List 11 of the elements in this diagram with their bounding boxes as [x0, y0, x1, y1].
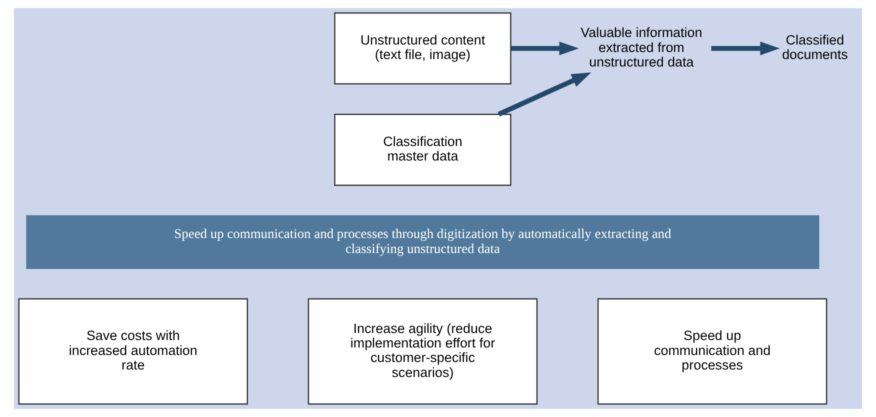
node-box: Speed up communication and processes through digitization by automatically extracting and classifying unstructured data — [26, 215, 820, 269]
node-box: Save costs with increased automation rate — [18, 298, 248, 405]
node-box: Unstructured content (text file, image) — [334, 12, 512, 84]
arrow — [510, 42, 579, 56]
node-box: Increase agility (reduce implementation effort for customer-specific scenarios) — [308, 298, 538, 405]
node-box: Speed up communication and processes — [597, 298, 828, 405]
node-box: Classification master data — [334, 114, 512, 186]
node-text: Classified documents — [782, 32, 848, 62]
node-text: Valuable information extracted from unstructured data — [580, 25, 702, 70]
arrow — [711, 42, 780, 56]
arrow — [498, 72, 592, 116]
